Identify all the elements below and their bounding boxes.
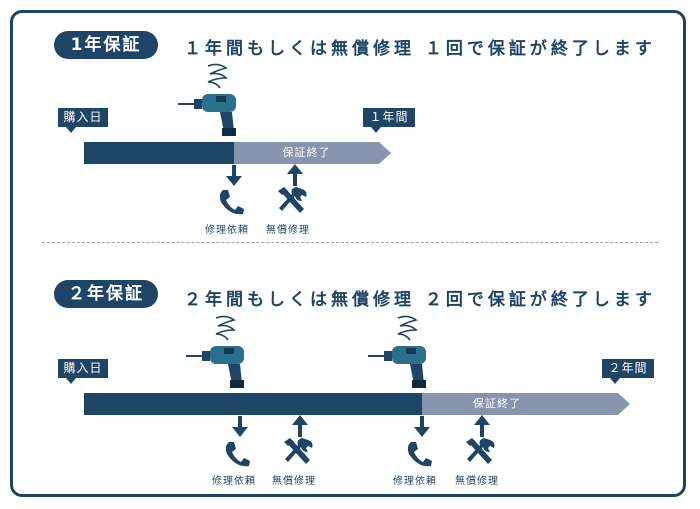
bar-arrow-tip (618, 393, 630, 415)
badge-1-year: 1年保証 (54, 31, 158, 59)
tools-icon (284, 438, 313, 464)
repair-request-label: 修理依頼 (393, 476, 437, 487)
arrow-down-icon (232, 416, 248, 437)
badge-2-year: ２年保証 (54, 280, 158, 308)
tools-icon (278, 187, 307, 213)
phone-icon (407, 442, 432, 467)
section-divider (42, 242, 658, 243)
headline-1-year: １年間もしくは無償修理 １回で保証が終了します (184, 39, 656, 59)
warranty-period-bar (84, 142, 234, 164)
arrow-up-icon (292, 415, 308, 437)
repair-request-label: 修理依頼 (212, 476, 256, 487)
warranty-period-bar (84, 393, 422, 415)
repair-request-label: 修理依頼 (205, 225, 249, 236)
free-repair-label: 無償修理 (272, 476, 316, 487)
free-repair-label: 無償修理 (455, 476, 499, 487)
drill-icon (186, 315, 244, 388)
arrow-up-icon (474, 415, 490, 437)
headline-2-year: ２年間もしくは無償修理 ２回で保証が終了します (184, 290, 656, 310)
two-year-tag: ２年間 (602, 359, 654, 384)
purchase-date-tag: 購入日 (58, 108, 108, 133)
phone-icon (219, 190, 244, 215)
warranty-expired-label: 保証終了 (473, 397, 521, 410)
outer-frame (10, 10, 686, 497)
tools-icon (466, 438, 495, 464)
drill-icon (368, 315, 426, 388)
warranty-expired-bar (422, 393, 618, 415)
arrow-up-icon (287, 164, 303, 186)
drill-icon (178, 63, 236, 136)
purchase-date-tag: 購入日 (58, 359, 108, 384)
warranty-expired-label: 保証終了 (282, 146, 331, 159)
one-year-tag: １年間 (363, 108, 415, 133)
arrow-down-icon (414, 416, 430, 437)
bar-arrow-tip (379, 142, 391, 164)
free-repair-label: 無償修理 (266, 225, 310, 236)
arrow-down-icon (226, 165, 242, 186)
warranty-expired-bar (234, 142, 379, 164)
phone-icon (225, 442, 250, 467)
